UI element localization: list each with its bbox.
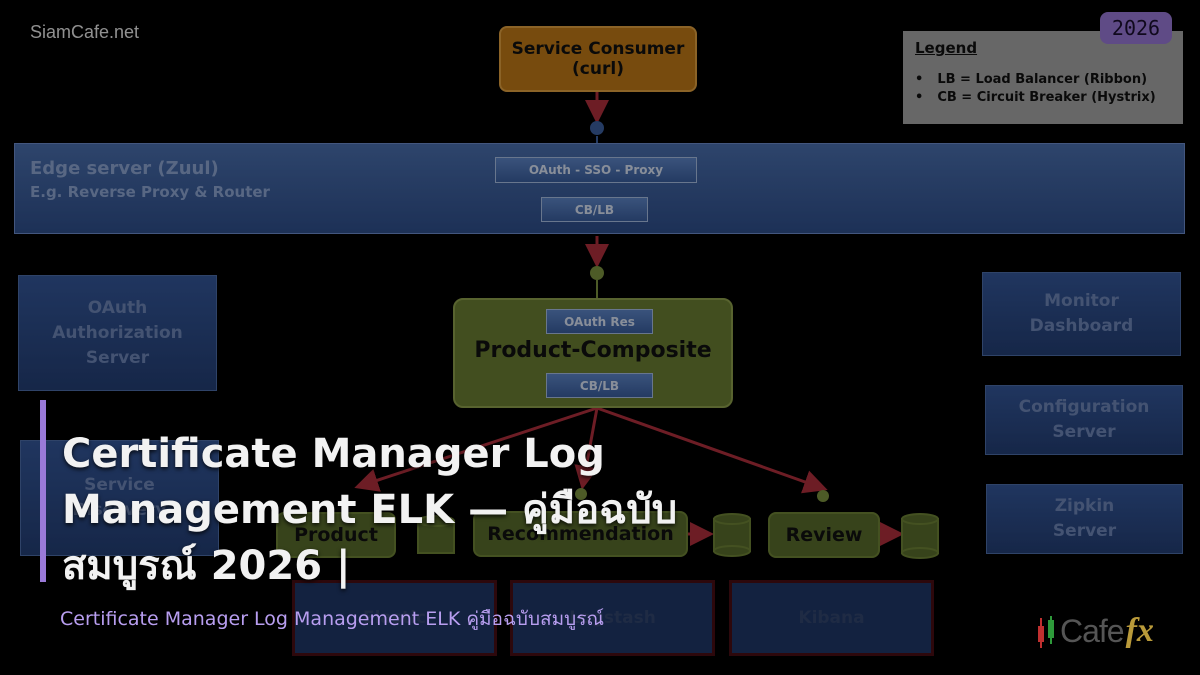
- edge-server-subtitle: E.g. Reverse Proxy & Router: [30, 183, 270, 201]
- oauth-server-box: OAuth Authorization Server: [18, 275, 217, 391]
- legend-item: •LB = Load Balancer (Ribbon): [915, 72, 1148, 87]
- legend-item: •CB = Circuit Breaker (Hystrix): [915, 90, 1156, 105]
- zipkin-server-box: Zipkin Server: [986, 484, 1183, 554]
- edge-cblb-chip: CB/LB: [541, 197, 648, 222]
- composite-cblb-chip: CB/LB: [546, 373, 653, 398]
- logo-text: Cafe: [1060, 613, 1125, 649]
- legend-title: Legend: [915, 39, 978, 57]
- oauth-res-chip: OAuth Res: [546, 309, 653, 334]
- legend-panel: Legend •LB = Load Balancer (Ribbon) •CB …: [903, 31, 1183, 124]
- page-title: Certificate Manager Log Management ELK —…: [62, 431, 678, 589]
- year-badge: 2026: [1100, 12, 1172, 44]
- logo-fx: fx: [1125, 612, 1154, 649]
- review-service-box: Review: [768, 512, 880, 558]
- page-subtitle: Certificate Manager Log Management ELK ค…: [60, 608, 605, 630]
- product-service-box: Product: [276, 512, 396, 558]
- service-consumer-box: Service Consumer (curl): [499, 26, 697, 92]
- accent-bar: [40, 400, 46, 582]
- edge-server-title: Edge server (Zuul): [30, 158, 219, 179]
- logstash-box: Logstash: [510, 580, 715, 656]
- discovery-server-box: Service Discovery: [20, 440, 219, 556]
- configuration-server-box: Configuration Server: [985, 385, 1183, 455]
- product-composite-label: Product-Composite: [474, 338, 712, 363]
- oauth-sso-proxy-chip: OAuth - SSO - Proxy: [495, 157, 697, 183]
- site-name[interactable]: SiamCafe.net: [30, 22, 140, 42]
- elastic-box: Elastic: [292, 580, 497, 656]
- recommendation-service-box: Recommendation: [473, 511, 688, 557]
- kibana-box: Kibana: [729, 580, 934, 656]
- monitor-dashboard-box: Monitor Dashboard: [982, 272, 1181, 356]
- cafefx-logo: Cafe fx: [1036, 606, 1176, 650]
- candlestick-icon: [1038, 616, 1054, 648]
